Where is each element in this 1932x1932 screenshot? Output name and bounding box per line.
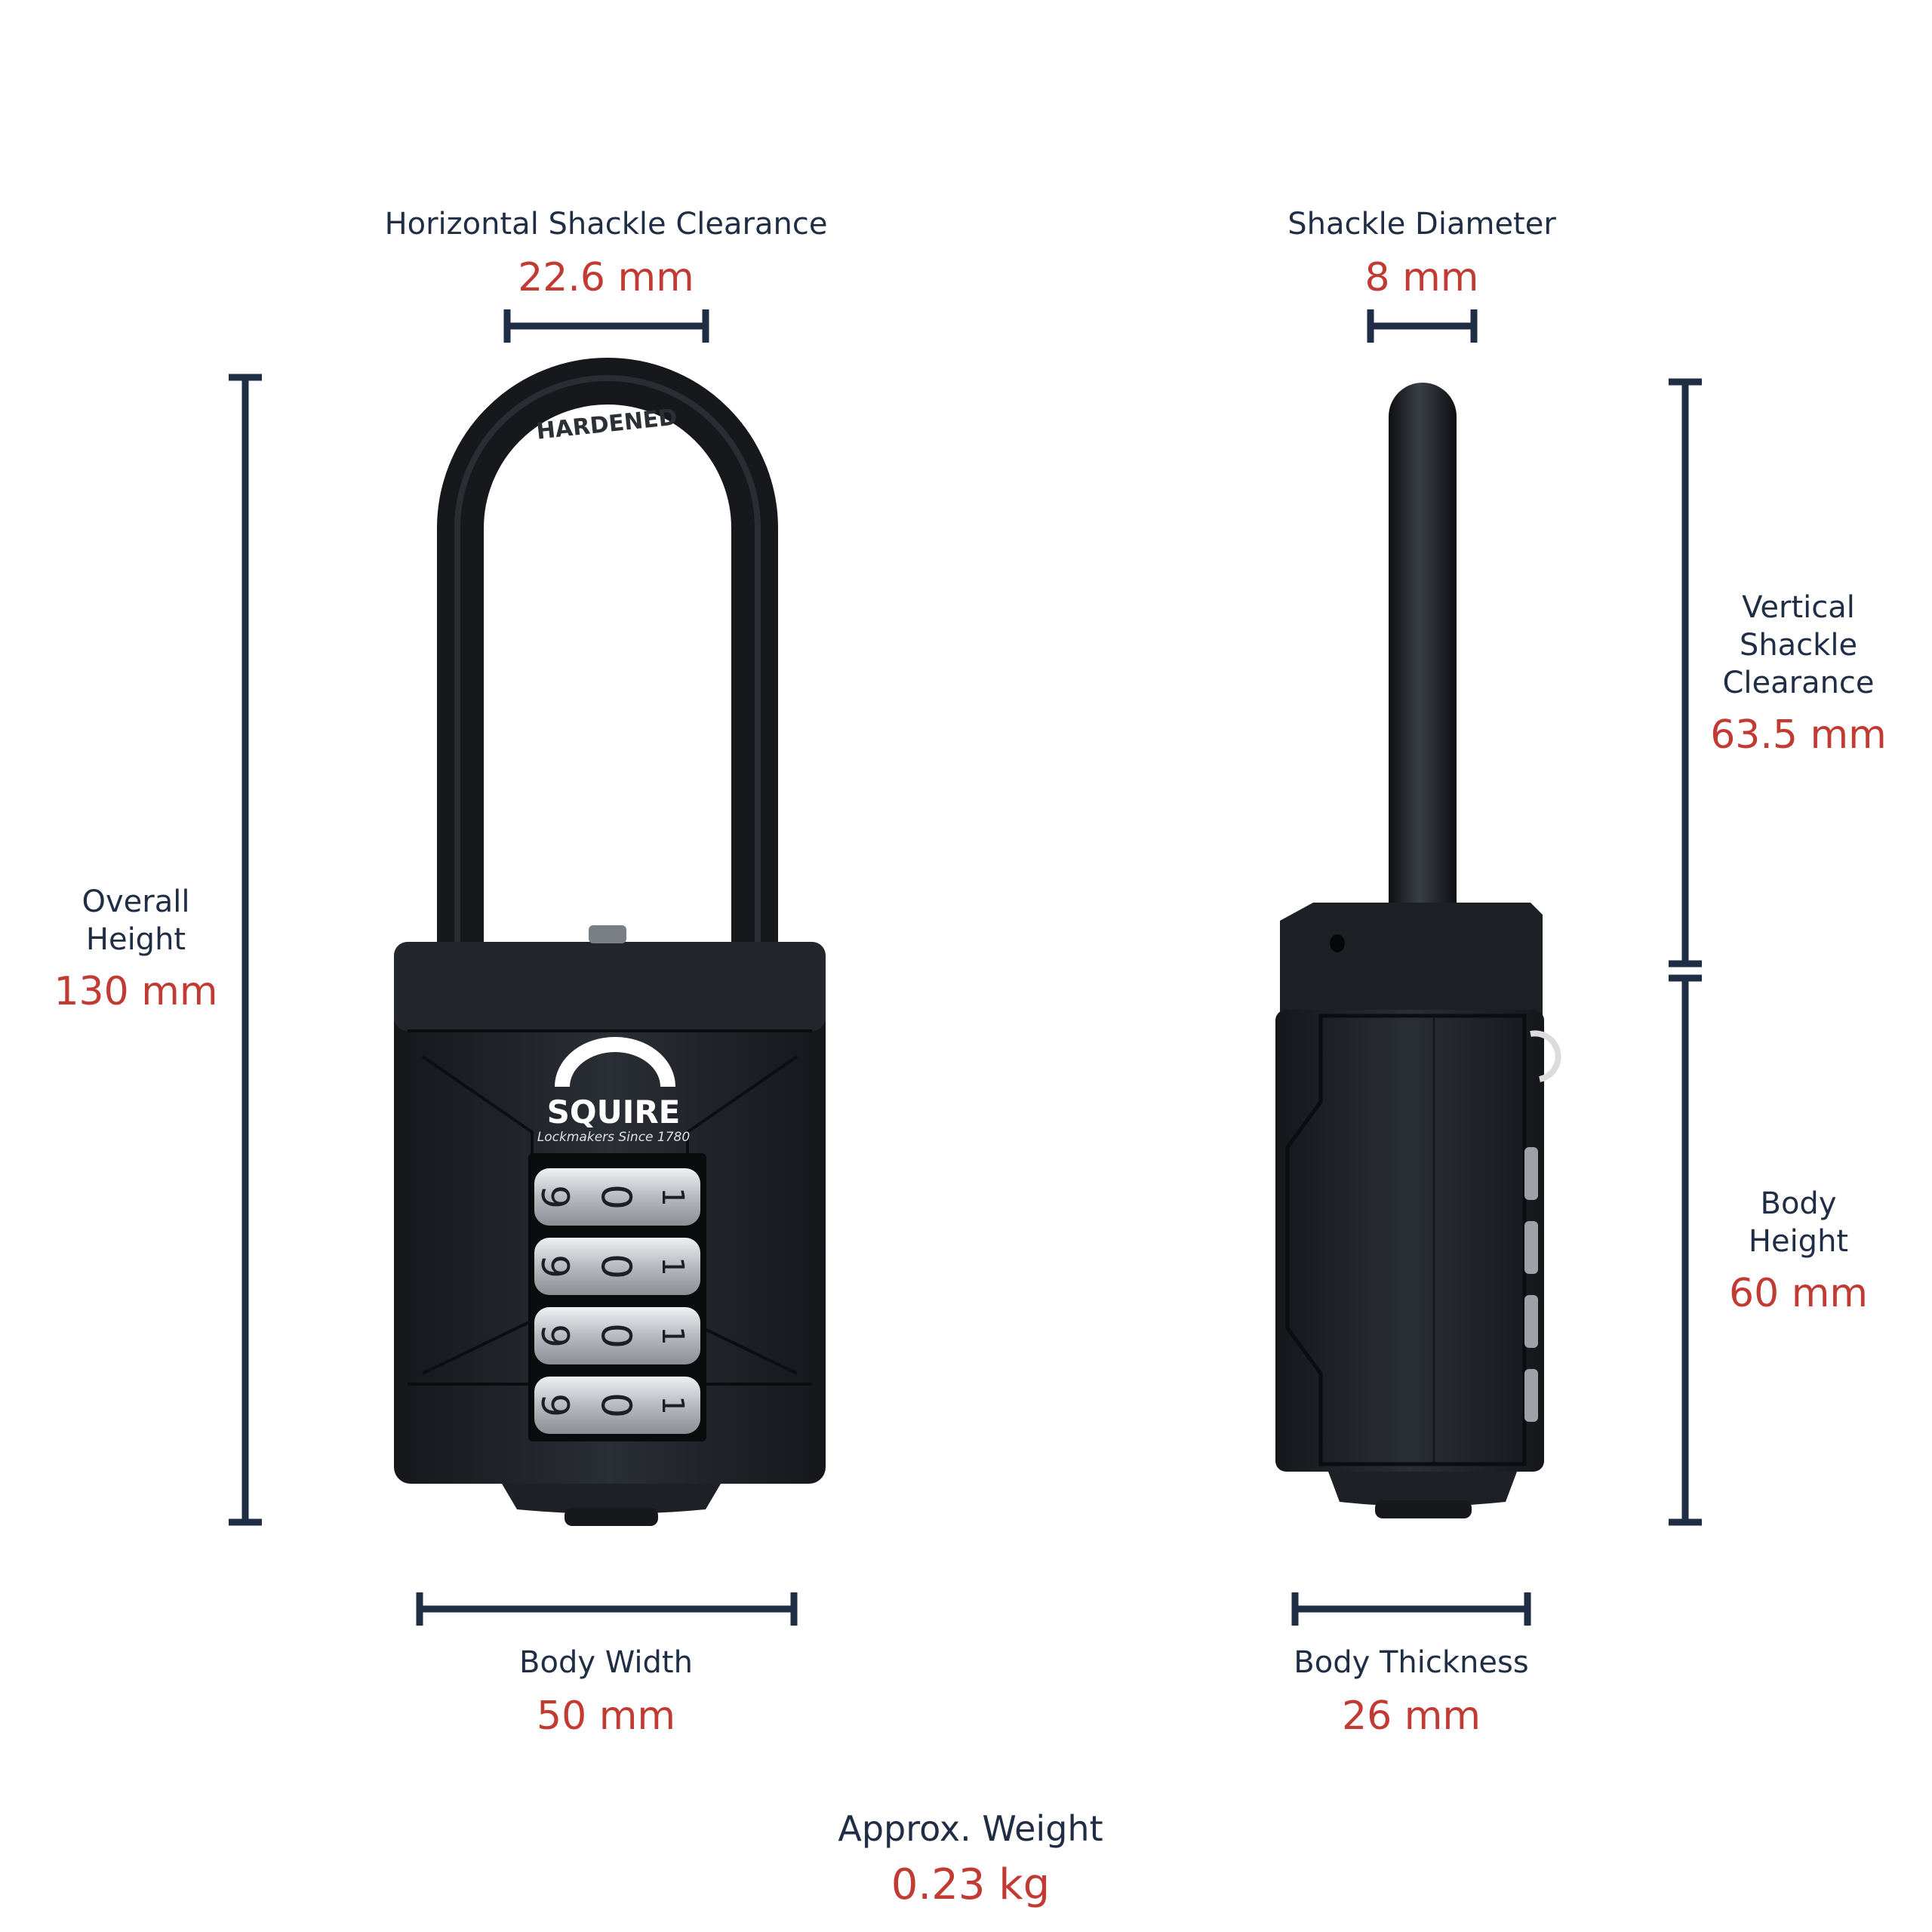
overall-height-line [229,374,262,1526]
squire-tagline: Lockmakers Since 1780 [537,1130,690,1145]
vertical-shackle-clearance-label: Vertical Shackle Clearance [1722,590,1875,700]
horizontal-shackle-clearance-value: 22.6 mm [518,255,694,300]
overall-height-label: Overall Height [82,884,190,957]
dial-4-digit-center: 0 [592,1392,640,1418]
body-thickness-label: Body Thickness [1294,1645,1529,1680]
shackle-diameter-label: Shackle Diameter [1287,207,1556,242]
dial-1: 9 0 1 [533,1168,700,1226]
side-body [1275,1010,1544,1472]
dial-3-digit-left: 9 [533,1324,577,1348]
overall-height-value: 130 mm [54,969,218,1014]
shackle-diameter-value: 8 mm [1364,255,1479,300]
dial-4-digit-right: 1 [655,1395,690,1414]
dial-3: 9 0 1 [533,1307,700,1364]
dial-3-digit-right: 1 [655,1326,690,1345]
front-shackle [437,358,778,951]
dial-2: 9 0 1 [533,1238,700,1295]
dial-1-digit-center: 0 [592,1184,640,1210]
dial-1-digit-right: 1 [655,1187,690,1206]
body-height-label: Body Height [1748,1186,1849,1259]
body-thickness-value: 26 mm [1341,1694,1481,1739]
body-width-value: 50 mm [536,1694,676,1739]
body-width-label: Body Width [519,1645,693,1680]
side-shackle [1389,383,1457,921]
body-thickness-line [1291,1592,1531,1626]
dial-1-digit-left: 9 [533,1185,577,1209]
body-height-line [1669,974,1702,1526]
dial-2-digit-center: 0 [592,1254,640,1279]
dial-3-digit-center: 0 [592,1323,640,1349]
dial-4-digit-left: 9 [533,1393,577,1417]
dial-2-digit-right: 1 [655,1257,690,1275]
approx-weight-value: 0.23 kg [891,1860,1051,1909]
vertical-shackle-clearance-value: 63.5 mm [1710,712,1887,758]
vertical-shackle-clearance-line [1669,378,1702,968]
front-bottom-button [502,1484,721,1514]
body-height-value: 60 mm [1728,1271,1869,1316]
squire-logo-arc [555,1037,675,1088]
body-width-line [416,1592,798,1626]
side-bottom-button [1328,1472,1517,1506]
shackle-diameter-line [1367,309,1478,343]
squire-logo: SQUIRE [547,1094,681,1131]
horizontal-shackle-clearance-line [503,309,709,343]
dial-4: 9 0 1 [533,1377,700,1434]
horizontal-shackle-clearance-label: Horizontal Shackle Clearance [384,207,828,242]
dial-2-digit-left: 9 [533,1254,577,1278]
approx-weight-label: Approx. Weight [838,1808,1103,1849]
side-top-cap [1280,903,1543,1016]
